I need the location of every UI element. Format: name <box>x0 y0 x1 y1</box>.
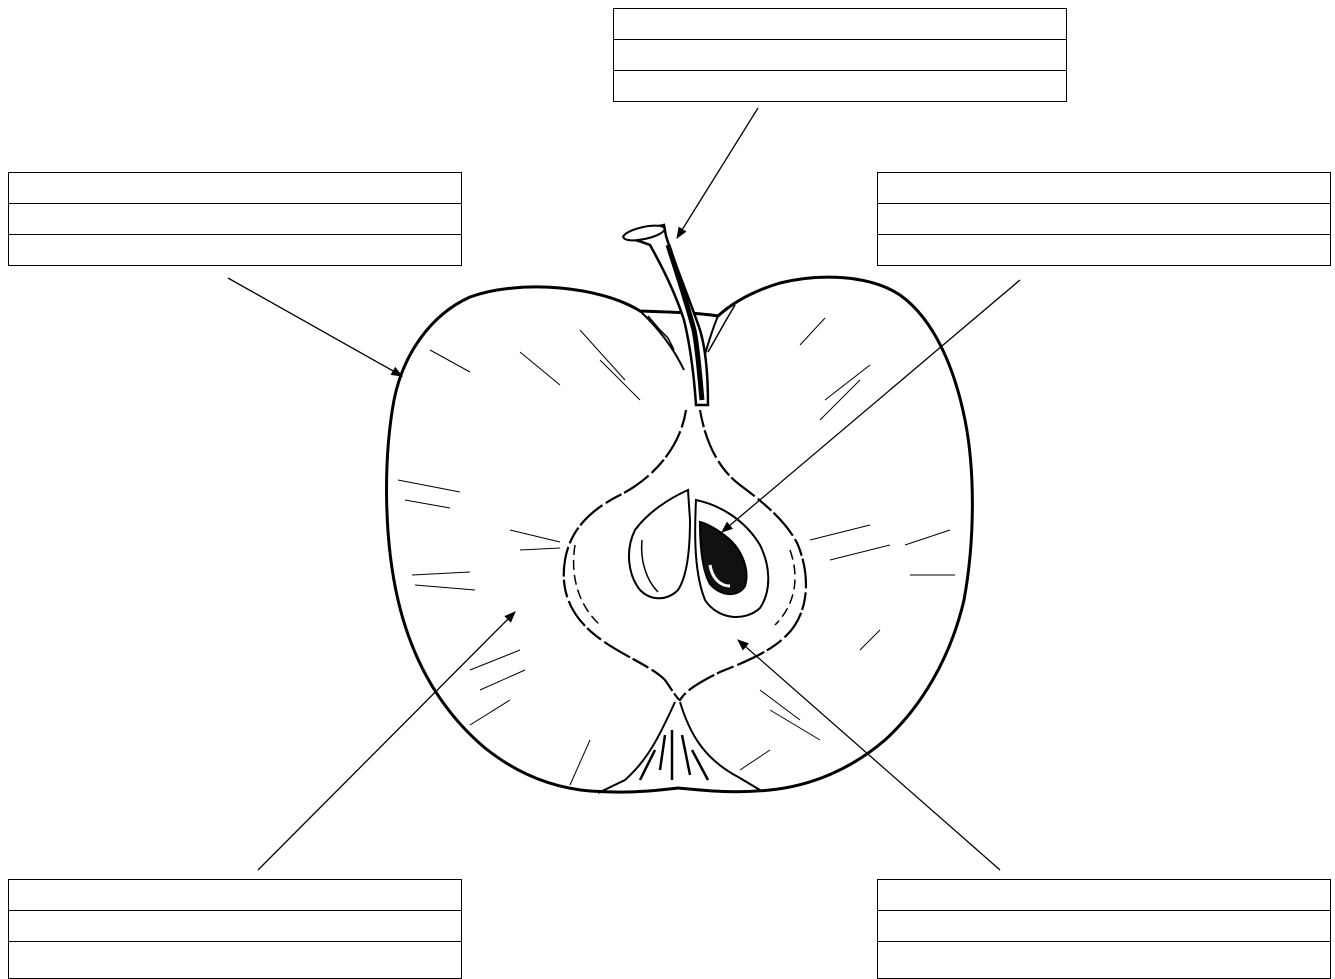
label-box-flesh[interactable] <box>8 879 462 979</box>
label-line[interactable] <box>614 40 1066 71</box>
label-box-stem[interactable] <box>613 8 1067 102</box>
left-seed-chamber <box>629 490 690 598</box>
label-line[interactable] <box>878 204 1330 235</box>
label-line[interactable] <box>9 911 461 942</box>
label-line[interactable] <box>878 911 1330 942</box>
leader-line-core <box>738 640 1000 870</box>
label-line[interactable] <box>9 204 461 235</box>
apple-outline <box>387 277 973 792</box>
label-line[interactable] <box>878 173 1330 204</box>
label-box-core[interactable] <box>877 879 1331 979</box>
label-line[interactable] <box>614 71 1066 102</box>
label-line[interactable] <box>614 9 1066 40</box>
leader-line-stem <box>677 108 758 238</box>
label-line[interactable] <box>9 880 461 911</box>
label-line[interactable] <box>878 235 1330 266</box>
label-line[interactable] <box>9 235 461 266</box>
label-line[interactable] <box>9 942 461 973</box>
leader-line-skin <box>228 278 402 376</box>
core-outline <box>564 410 806 700</box>
label-line[interactable] <box>9 173 461 204</box>
flesh-texture <box>398 318 955 785</box>
label-line[interactable] <box>878 880 1330 911</box>
label-line[interactable] <box>878 942 1330 973</box>
label-box-skin[interactable] <box>8 172 462 266</box>
calyx-cavity <box>598 702 760 793</box>
stem <box>624 225 708 405</box>
label-box-seed[interactable] <box>877 172 1331 266</box>
leader-line-seed <box>722 280 1020 532</box>
